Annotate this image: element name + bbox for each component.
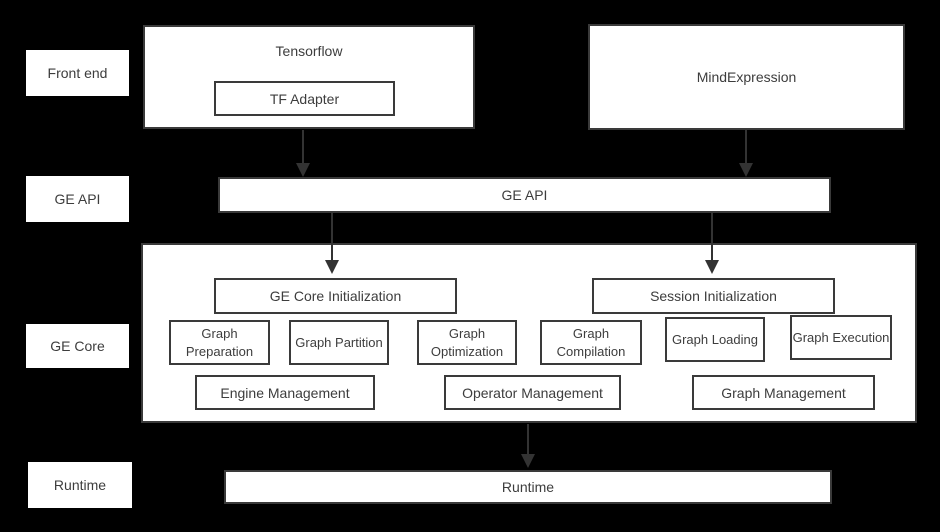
graph-execution-box: Graph Execution (790, 315, 892, 360)
ge-core-container: GE Core Initialization Session Initializ… (141, 243, 917, 423)
operator-management-box: Operator Management (444, 375, 621, 410)
tensorflow-box: Tensorflow TF Adapter (143, 25, 475, 129)
row-label-ge-api: GE API (26, 176, 129, 222)
engine-management-box: Engine Management (195, 375, 375, 410)
arrow-tf-adapter-to-ge-api (296, 130, 310, 177)
runtime-bar: Runtime (224, 470, 832, 504)
arrow-mindexpression-to-ge-api (739, 130, 753, 177)
graph-partition-box: Graph Partition (289, 320, 389, 365)
graph-preparation-box: Graph Preparation (169, 320, 270, 365)
graph-management-box: Graph Management (692, 375, 875, 410)
arrow-ge-core-to-runtime (521, 424, 535, 468)
row-label-front-end: Front end (26, 50, 129, 96)
graph-loading-box: Graph Loading (665, 317, 765, 362)
mindexpression-box: MindExpression (588, 24, 905, 130)
ge-core-initialization-box: GE Core Initialization (214, 278, 457, 314)
graph-compilation-box: Graph Compilation (540, 320, 642, 365)
graph-optimization-box: Graph Optimization (417, 320, 517, 365)
row-label-runtime: Runtime (28, 462, 132, 508)
row-label-ge-core: GE Core (26, 324, 129, 368)
arrow-ge-api-to-ge-core-initialization (325, 213, 339, 274)
ge-api-bar: GE API (218, 177, 831, 213)
tensorflow-label: Tensorflow (275, 43, 343, 59)
session-initialization-box: Session Initialization (592, 278, 835, 314)
arrow-ge-api-to-session-initialization (705, 213, 719, 274)
tf-adapter-box: TF Adapter (214, 81, 395, 116)
